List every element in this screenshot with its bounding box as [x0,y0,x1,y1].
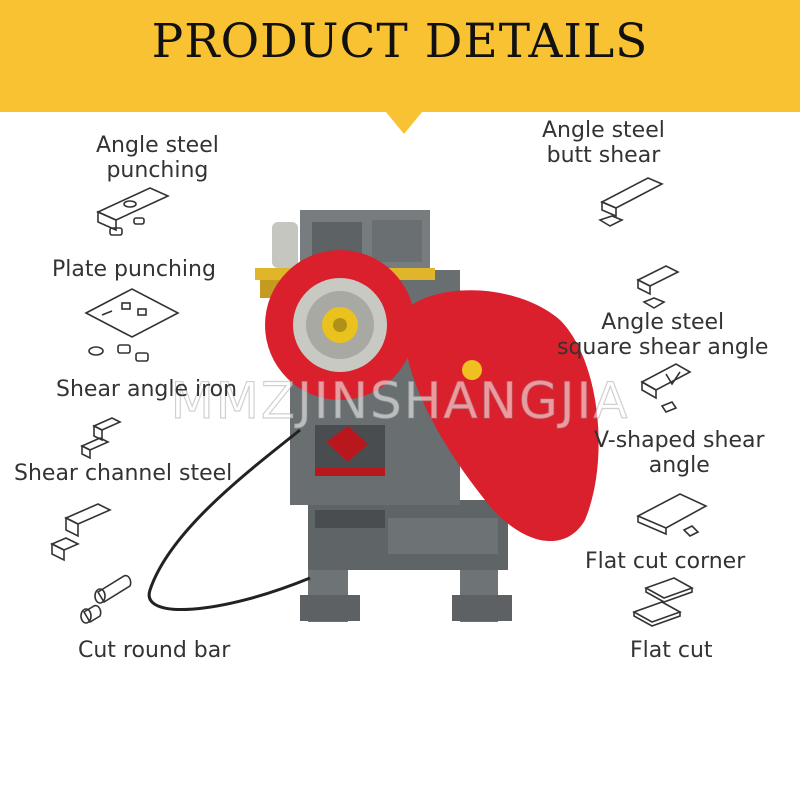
label-shear-channel-steel: Shear channel steel [14,461,233,486]
label-cut-round-bar: Cut round bar [78,638,231,663]
label-line: square shear angle [557,335,769,360]
cut-round-bar-sketch [80,574,132,624]
label-line: V-shaped shear [594,428,765,453]
watermark-text: MMZJINSHANGJIA [170,371,630,430]
header-banner [0,0,800,112]
plate-punching-sketch [84,288,180,362]
label-line: Angle steel [601,310,725,335]
shear-channel-steel-sketch [50,503,112,562]
label-v-shaped-shear-angle: V-shaped shear angle [594,428,765,478]
label-angle-steel-punching: Angle steel punching [96,133,219,183]
angle-steel-butt-shear-sketch [598,177,664,227]
label-flat-cut: Flat cut [630,638,713,663]
label-angle-steel-butt-shear: Angle steel butt shear [542,118,665,168]
v-shaped-shear-angle-sketch [640,363,692,413]
page-title: PRODUCT DETAILS [151,14,649,69]
flat-cut-sketch [632,577,694,627]
angle-steel-punching-sketch [96,187,170,236]
shear-angle-iron-sketch [80,417,122,460]
label-line: butt shear [546,143,661,168]
angle-steel-square-shear-sketch [636,265,680,309]
label-line: Angle steel [96,133,219,158]
label-flat-cut-corner: Flat cut corner [585,549,746,574]
flat-cut-corner-sketch [636,493,708,537]
label-plate-punching: Plate punching [52,257,216,282]
label-line: punching [106,158,209,183]
label-line: angle [648,453,710,478]
label-line: Angle steel [542,118,665,143]
label-shear-angle-iron: Shear angle iron [56,377,238,402]
banner-pointer [386,112,422,134]
ironworker-machine-image [147,210,599,622]
label-angle-steel-square-shear-angle: Angle steel square shear angle [557,310,768,360]
